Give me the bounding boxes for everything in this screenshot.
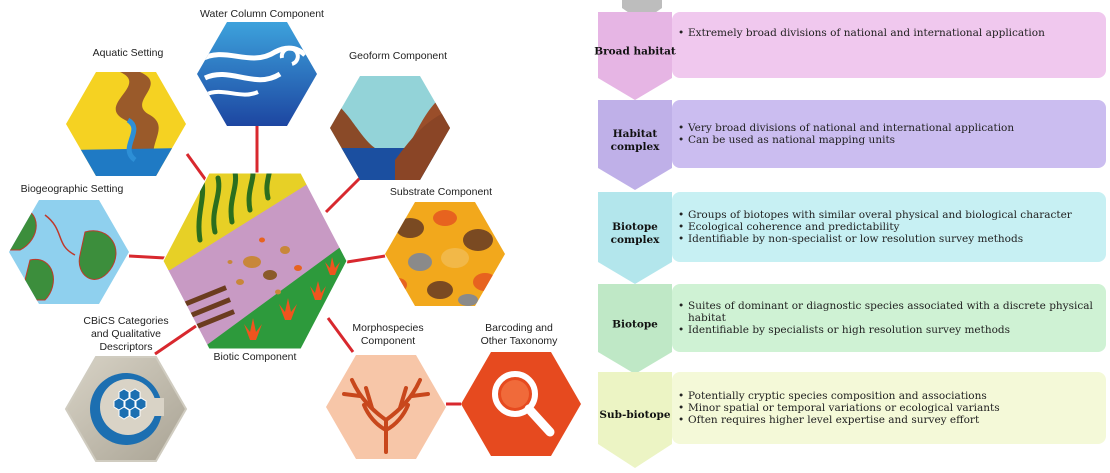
tier-chevron	[598, 12, 672, 100]
tier-chevron	[598, 372, 672, 468]
tier-chevron	[598, 100, 672, 190]
tier-label: complex	[611, 234, 661, 246]
morphospecies-label-line-2: Component	[361, 335, 415, 347]
hierarchy-diagram: Broad habitat•Extremely broad divisions …	[594, 0, 1106, 468]
tier-label: Broad habitat	[594, 45, 676, 57]
connector-lines	[128, 126, 461, 406]
bullet-dot: •	[678, 27, 684, 39]
tier-label: Biotope	[612, 221, 658, 233]
cbics-label-line-3: Descriptors	[99, 341, 152, 353]
tier-bullet-text: Potentially cryptic species composition …	[688, 390, 987, 402]
coral-icons	[244, 257, 340, 340]
tier-bullet-text: Identifiable by specialists or high reso…	[688, 324, 1010, 336]
substrate-hexagon	[385, 202, 505, 306]
bullet-dot: •	[678, 300, 684, 312]
bullet-dot: •	[678, 233, 684, 245]
tier-bullet-text: Often requires higher level expertise an…	[688, 414, 980, 426]
bullet-dot: •	[678, 414, 684, 426]
tier-bullet-text: Groups of biotopes with similar overal p…	[688, 209, 1073, 221]
bullet-dot: •	[678, 390, 684, 402]
tier-description-box	[672, 192, 1106, 262]
biotic-label: Biotic Component	[214, 351, 297, 363]
barcoding-label-line-1: Barcoding and	[485, 322, 553, 334]
tier-0: Broad habitat• Extremely broad divisions …	[594, 12, 1106, 100]
cbics-logo-icon	[113, 388, 147, 420]
tier-bullet-text: habitat	[688, 312, 727, 324]
tier-description-box	[672, 284, 1106, 352]
bullet-dot: •	[678, 324, 684, 336]
bullet-dot: •	[678, 209, 684, 221]
tier-label: Biotope	[612, 318, 658, 330]
coral-icon	[342, 378, 430, 454]
barcoding-label-line-2: Other Taxonomy	[481, 335, 559, 347]
barcoding-hexagon	[461, 352, 581, 456]
tier-3: Biotope • Suites of dominant or diagnostic…	[598, 284, 1106, 374]
tier-bullet-text: Identifiable by non-specialist or low re…	[688, 233, 1023, 245]
aquatic-setting-label: Aquatic Setting	[93, 47, 164, 59]
bullet-dot: •	[678, 221, 684, 233]
cbics-label-line-1: CBiCS Categories	[83, 315, 168, 327]
tier-bullet-text: Can be used as national mapping units	[688, 134, 895, 146]
magnifier-icon	[492, 371, 555, 437]
tier-chevron	[598, 192, 672, 284]
bullet-dot: •	[678, 134, 684, 146]
tier-label: Habitat	[613, 128, 658, 140]
tier-bullet-text: Ecological coherence and predictability	[688, 221, 900, 233]
substrate-label: Substrate Component	[390, 186, 492, 198]
tier-bullet-text: Suites of dominant or diagnostic species…	[688, 300, 1093, 312]
tier-4: Sub-biotope • Potentially cryptic species …	[598, 372, 1106, 468]
water-column-hexagon	[197, 22, 317, 126]
morphospecies-hexagon	[326, 355, 446, 459]
tier-description-box	[672, 372, 1106, 444]
biogeographic-setting-hexagon	[9, 200, 129, 304]
biotic-hexagon	[162, 172, 348, 350]
tier-label: complex	[611, 141, 661, 153]
tier-bullet-text: Very broad divisions of national and int…	[687, 122, 1014, 134]
morphospecies-label-line-1: Morphospecies	[352, 322, 423, 334]
tier-label: Sub-biotope	[599, 409, 670, 421]
geoform-hexagon	[330, 76, 450, 180]
geoform-label: Geoform Component	[349, 50, 447, 62]
bullet-dot: •	[678, 402, 684, 414]
cbics-label-line-2: and Qualitative	[91, 328, 161, 340]
tier-bullet-text: Extremely broad divisions of national an…	[688, 27, 1045, 39]
tier-description-box	[672, 12, 1106, 78]
biogeographic-setting-label: Biogeographic Setting	[21, 183, 124, 195]
top-chevron	[622, 0, 662, 22]
cbics-hexagon	[64, 356, 188, 462]
tier-chevron	[598, 284, 672, 374]
component-diagram: Water Column Component Aquatic Setting G…	[9, 8, 581, 462]
water-column-label: Water Column Component	[200, 8, 324, 20]
bullet-dot: •	[678, 122, 684, 134]
tier-bullet-text: Minor spatial or temporal variations or …	[688, 402, 1000, 414]
tier-description-box	[672, 100, 1106, 168]
aquatic-setting-hexagon	[66, 72, 186, 176]
